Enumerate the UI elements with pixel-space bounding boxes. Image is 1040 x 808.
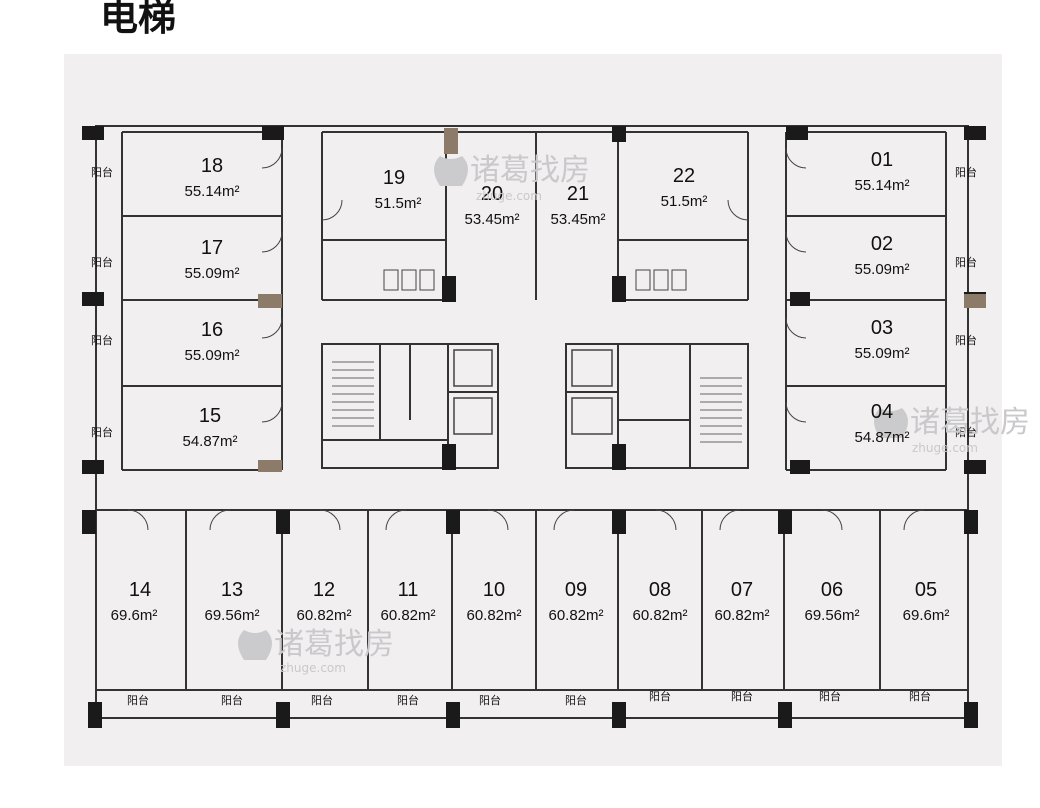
watermark-logo-icon — [238, 156, 908, 660]
unit-number: 17 — [201, 237, 223, 259]
balcony-labels: 阳台 阳台 阳台 阳台 阳台 阳台 阳台 阳台 阳台 阳台 阳台 阳台 阳台 阳… — [91, 165, 977, 707]
balcony-label: 阳台 — [955, 255, 977, 269]
unit-area: 53.45m² — [464, 211, 519, 228]
unit-number: 05 — [915, 579, 937, 601]
unit-area: 51.5m² — [661, 193, 708, 210]
unit-number: 14 — [129, 579, 151, 601]
balcony-label: 阳台 — [819, 689, 841, 703]
unit-area: 55.14m² — [854, 177, 909, 194]
unit-number: 22 — [673, 165, 695, 187]
unit-number: 18 — [201, 155, 223, 177]
balcony-label: 阳台 — [731, 689, 753, 703]
unit-number: 20 — [481, 183, 503, 205]
watermark: 诸葛找房 zhuge.com 诸葛找房 zhuge.com 诸葛找房 zhuge… — [274, 153, 1030, 675]
balcony-label: 阳台 — [955, 165, 977, 179]
balcony-label: 阳台 — [91, 165, 113, 179]
unit-area: 51.5m² — [375, 195, 422, 212]
elevator-left-bottom — [453, 397, 493, 435]
unit-area: 60.82m² — [296, 607, 351, 624]
watermark-domain: zhuge.com — [280, 661, 346, 675]
balcony-label: 阳台 — [955, 425, 977, 439]
unit-area: 54.87m² — [182, 433, 237, 450]
header-text: 电梯 — [100, 0, 177, 39]
balcony-label: 阳台 — [649, 689, 671, 703]
unit-number: 04 — [871, 401, 893, 423]
unit-number: 09 — [565, 579, 587, 601]
unit-number: 10 — [483, 579, 505, 601]
balcony-label: 阳台 — [955, 333, 977, 347]
unit-area: 55.09m² — [854, 261, 909, 278]
unit-area: 69.6m² — [903, 607, 950, 624]
unit-number: 15 — [199, 405, 221, 427]
balcony-label: 阳台 — [91, 425, 113, 439]
balcony-label: 阳台 — [397, 693, 419, 707]
unit-area: 60.82m² — [548, 607, 603, 624]
unit-number: 16 — [201, 319, 223, 341]
elevator-right-top — [571, 349, 613, 387]
watermark-brand: 诸葛找房 — [910, 405, 1030, 440]
unit-number: 21 — [567, 183, 589, 205]
unit-number: 11 — [398, 579, 419, 601]
unit-number: 06 — [821, 579, 843, 601]
balcony-label: 阳台 — [127, 693, 149, 707]
unit-area: 69.6m² — [111, 607, 158, 624]
paper-sheet — [64, 54, 1002, 766]
unit-area: 60.82m² — [714, 607, 769, 624]
unit-area: 53.45m² — [550, 211, 605, 228]
unit-area: 69.56m² — [804, 607, 859, 624]
watermark-brand: 诸葛找房 — [470, 153, 590, 188]
building-outline — [95, 125, 969, 719]
unit-area: 55.09m² — [854, 345, 909, 362]
balcony-label: 阳台 — [91, 333, 113, 347]
unit-number: 12 — [313, 579, 335, 601]
unit-area: 69.56m² — [204, 607, 259, 624]
unit-area: 55.14m² — [184, 183, 239, 200]
unit-number: 02 — [871, 233, 893, 255]
elevator-left-top — [453, 349, 493, 387]
unit-area: 60.82m² — [632, 607, 687, 624]
unit-number: 01 — [871, 149, 893, 171]
balcony-label: 阳台 — [311, 693, 333, 707]
unit-area: 55.09m² — [184, 265, 239, 282]
elevator-right-bottom — [571, 397, 613, 435]
unit-area: 60.82m² — [380, 607, 435, 624]
balcony-label: 阳台 — [909, 689, 931, 703]
balcony-label: 阳台 — [565, 693, 587, 707]
unit-number: 19 — [383, 167, 405, 189]
watermark-brand: 诸葛找房 — [274, 627, 394, 662]
unit-number: 07 — [731, 579, 753, 601]
watermark-domain: zhuge.com — [476, 189, 542, 203]
watermark-domain: zhuge.com — [912, 441, 978, 455]
unit-number: 03 — [871, 317, 893, 339]
unit-labels: 18 55.14m² 17 55.09m² 16 55.09m² 15 54.8… — [111, 149, 950, 624]
unit-area: 55.09m² — [184, 347, 239, 364]
unit-area: 60.82m² — [466, 607, 521, 624]
balcony-label: 阳台 — [91, 255, 113, 269]
balcony-label: 阳台 — [221, 693, 243, 707]
unit-number: 08 — [649, 579, 671, 601]
unit-area: 54.87m² — [854, 429, 909, 446]
balcony-label: 阳台 — [479, 693, 501, 707]
unit-number: 13 — [221, 579, 243, 601]
